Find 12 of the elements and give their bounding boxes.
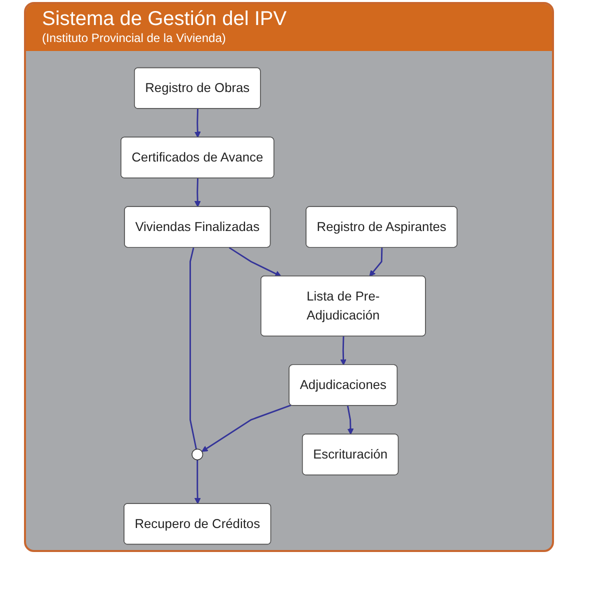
title: Sistema de Gestión del IPV xyxy=(42,8,287,31)
arrow xyxy=(202,404,292,452)
arrow xyxy=(194,178,201,208)
arrow xyxy=(340,336,346,366)
connector xyxy=(190,248,197,450)
arrow xyxy=(369,248,383,277)
arrow xyxy=(347,406,354,435)
arrow xyxy=(194,108,201,138)
arrow xyxy=(228,247,282,277)
node-circle xyxy=(192,448,204,460)
arrow xyxy=(194,460,201,504)
subtitle: (Instituto Provincial de la Vivienda) xyxy=(42,31,226,45)
